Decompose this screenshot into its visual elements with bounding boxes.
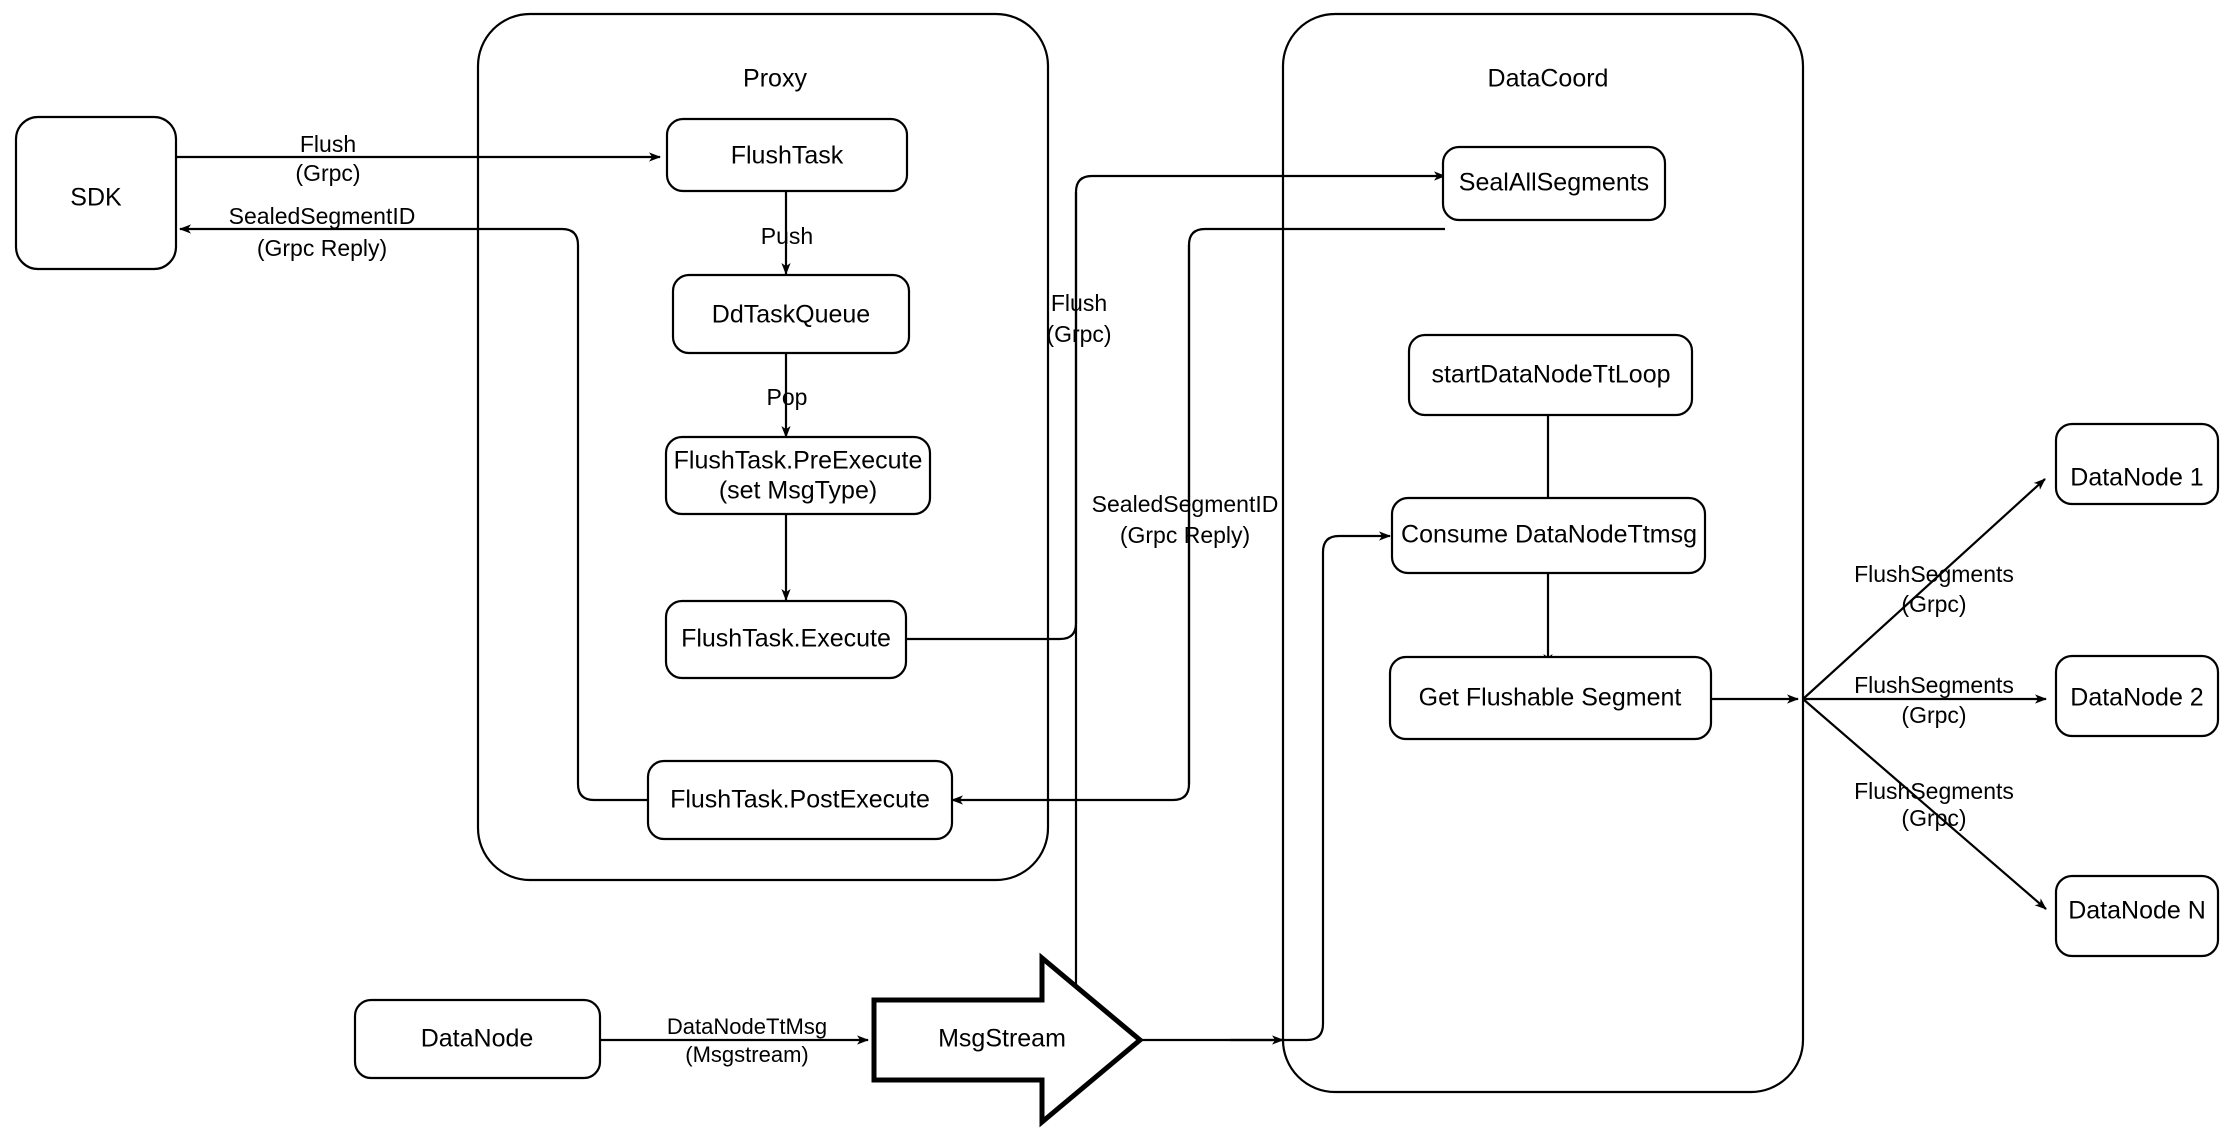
node-sdk[interactable] [14,115,178,271]
node-datanode-n-label: DataNode N [2068,897,2206,925]
node-flushtask-postexecute[interactable] [646,759,954,841]
group-proxy [476,12,1050,882]
node-startdatanodettloop-label: startDataNodeTtLoop [1431,361,1670,389]
edge-label-flush-grpc2-line2: (Grpc) [1046,321,1111,347]
edge-label-flushsegments2-line1: FlushSegments [1854,672,2014,698]
node-msgstream-label: MsgStream [938,1025,1066,1053]
edge-label-sealedsegmentid-line1: SealedSegmentID [229,203,416,229]
node-flushtask-preexecute-label-line1: FlushTask.PreExecute [674,447,923,475]
group-datacoord-label: DataCoord [1488,65,1609,93]
node-consume-datanodettmsg-label: Consume DataNodeTtmsg [1401,521,1697,549]
node-flushtask-execute[interactable] [664,599,908,680]
node-datanode-bottom-label: DataNode [421,1025,534,1053]
node-datanode-bottom[interactable] [353,998,602,1080]
node-datanode-2-label: DataNode 2 [2070,684,2203,712]
edge-hub-to-datanoden [1802,698,2047,910]
node-sealallsegments[interactable] [1441,145,1667,222]
node-startdatanodettloop[interactable] [1407,333,1694,417]
node-sealallsegments-label: SealAllSegments [1459,169,1649,197]
node-flushtask-execute-label: FlushTask.Execute [681,625,891,653]
node-flushtask-postexecute-label: FlushTask.PostExecute [670,786,930,814]
node-flushtask-preexecute-label-line2: (set MsgType) [719,477,877,505]
group-proxy-label: Proxy [743,65,807,93]
edge-label-pop: Pop [767,384,808,410]
edge-label-flushsegments1-line1: FlushSegments [1854,561,2014,587]
edge-label-flushsegmentsn-line1: FlushSegments [1854,778,2014,804]
edge-label-datanodettmsg-line1: DataNodeTtMsg [667,1014,827,1039]
node-ddtaskqueue[interactable] [671,273,911,355]
edge-label-flushsegments2-line2: (Grpc) [1901,702,1966,728]
node-get-flushable-segment-label: Get Flushable Segment [1419,684,1682,712]
edge-label-flushsegments1-line2: (Grpc) [1901,591,1966,617]
node-get-flushable-segment[interactable] [1388,655,1713,741]
edge-execute-to-sealallsegments [906,171,1446,641]
group-datacoord [1281,12,1805,1094]
node-datanode-2[interactable] [2054,654,2220,738]
node-consume-datanodettmsg[interactable] [1390,496,1707,575]
edge-postexecute-to-sdk [179,224,648,802]
node-flushtask[interactable] [665,117,909,193]
node-ddtaskqueue-label: DdTaskQueue [712,301,870,329]
node-flushtask-preexecute[interactable] [664,435,932,516]
edge-label-flushsegmentsn-line2: (Grpc) [1901,805,1966,831]
edge-label-flush-grpc-line2: (Grpc) [295,160,360,186]
edge-label-sealedsegmentid2-line2: (Grpc Reply) [1120,522,1250,548]
edge-label-flush-grpc-line1: Flush [300,131,356,157]
edge-label-flush-grpc2-line1: Flush [1051,290,1107,316]
edge-label-sealedsegmentid-line2: (Grpc Reply) [257,235,387,261]
edge-label-push: Push [761,223,813,249]
node-datanode-1-label: DataNode 1 [2070,464,2203,492]
node-sdk-label: SDK [70,184,122,212]
edge-label-sealedsegmentid2-line1: SealedSegmentID [1092,491,1279,517]
node-datanode-n[interactable] [2054,874,2220,958]
edge-label-datanodettmsg-line2: (Msgstream) [685,1042,808,1067]
node-datanode-1[interactable] [2054,422,2220,506]
node-flushtask-label: FlushTask [731,142,844,170]
edge-msgstream-to-consume [1140,531,1391,1042]
node-msgstream-block-arrow[interactable] [871,952,1144,1128]
edge-hub-to-datanode1 [1802,478,2046,700]
